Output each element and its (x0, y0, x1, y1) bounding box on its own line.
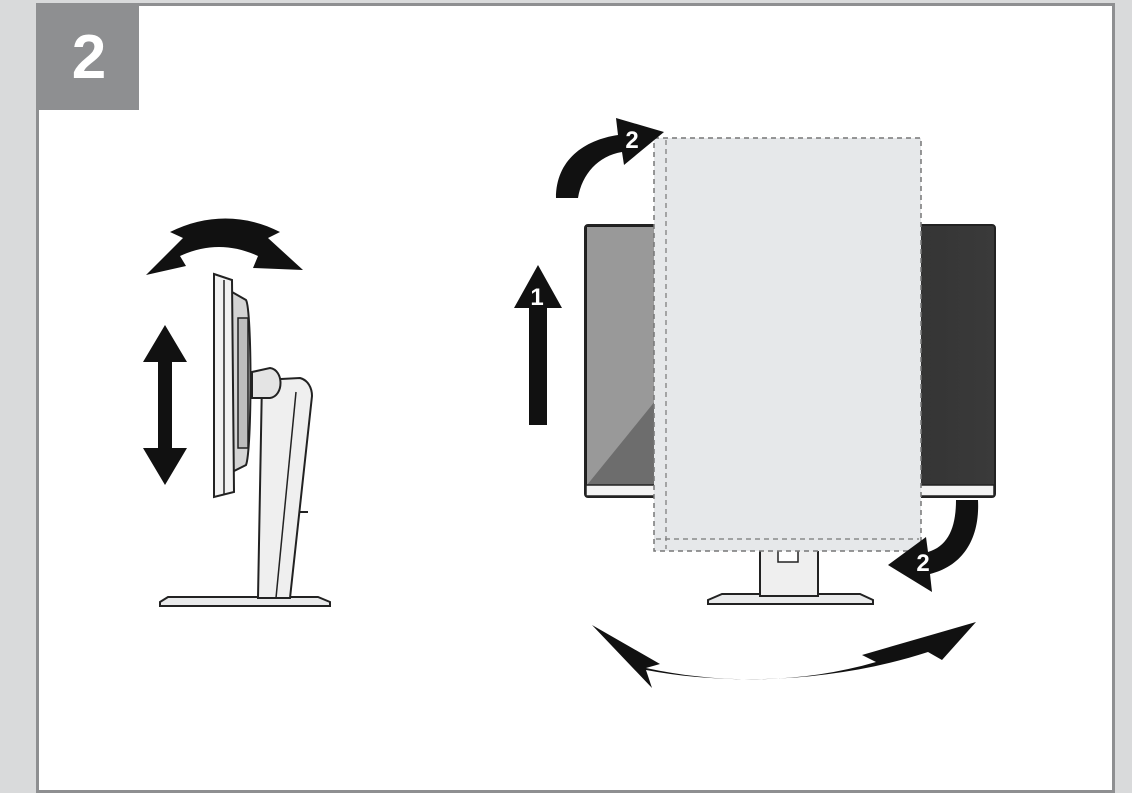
rotate-arrow-top-label: 2 (625, 127, 638, 154)
step-number-badge: 2 (39, 6, 139, 110)
step-number: 2 (71, 23, 107, 92)
raise-arrow (514, 265, 562, 425)
height-double-arrow (143, 325, 187, 485)
rotate-arrow-bottom (888, 500, 979, 592)
raise-arrow-label: 1 (530, 284, 543, 311)
swivel-double-arrow (592, 622, 976, 688)
rotate-arrow-top (556, 118, 664, 198)
side-view-monitor (159, 272, 331, 607)
portrait-orientation-outline (653, 137, 922, 552)
rotate-arrow-bottom-label: 2 (916, 550, 929, 577)
tilt-double-arrow (146, 218, 303, 275)
